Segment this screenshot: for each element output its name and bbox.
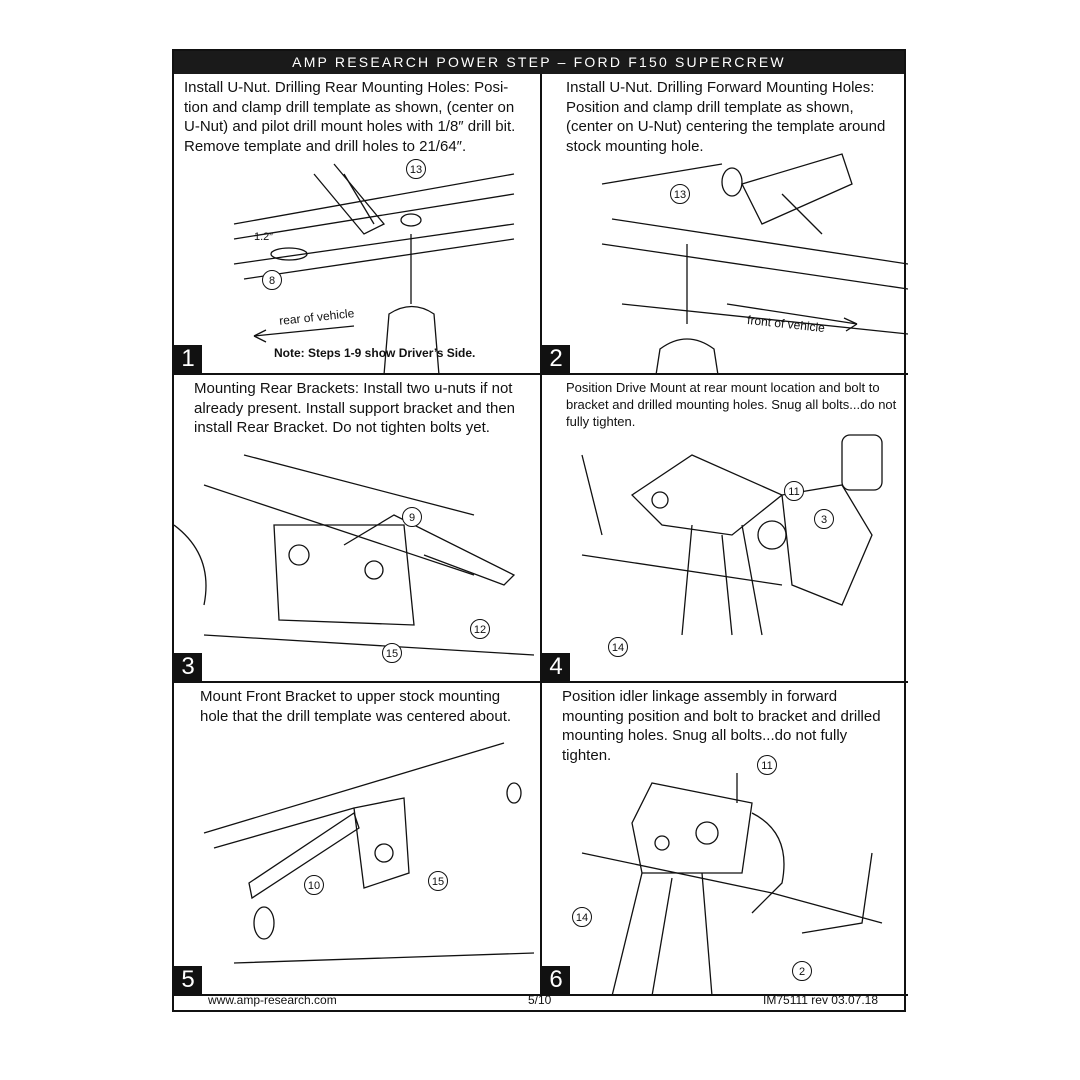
callout-12: 12 (470, 619, 490, 639)
step-5-text: Mount Front Bracket to upper stock mount… (200, 688, 512, 725)
step-5-panel: Mount Front Bracket to upper stock mount… (174, 683, 542, 996)
step-3-panel: Mounting Rear Brackets: Install two u-nu… (174, 375, 542, 683)
rear-bracket-illustration (174, 454, 535, 656)
step-number: 3 (174, 653, 202, 681)
page-footer: www.amp-research.com 5/10 IM75111 rev 03… (174, 991, 904, 1010)
step-2-text: Install U-Nut. Drilling Forward Mounting… (566, 79, 886, 155)
front-bracket-illustration (203, 742, 535, 964)
step-number: 1 (174, 345, 202, 373)
callout-15: 15 (428, 871, 448, 891)
callout-10: 10 (304, 875, 324, 895)
callout-13: 13 (406, 159, 426, 179)
callout-3: 3 (814, 509, 834, 529)
step-2-panel: Install U-Nut. Drilling Forward Mounting… (542, 74, 908, 375)
step-number: 4 (542, 653, 570, 681)
step-4-text: Position Drive Mount at rear mount locat… (566, 380, 897, 429)
step-3-text: Mounting Rear Brackets: Install two u-nu… (194, 380, 516, 436)
callout-14: 14 (608, 637, 628, 657)
step-6-panel: Position idler linkage assembly in forwa… (542, 683, 908, 996)
drive-mount-illustration (581, 434, 883, 636)
callout-14: 14 (572, 907, 592, 927)
drill-template-illustration (233, 163, 515, 373)
step-number: 6 (542, 966, 570, 994)
step-4-panel: Position Drive Mount at rear mount locat… (542, 375, 908, 683)
manual-page: AMP RESEARCH POWER STEP – FORD F150 SUPE… (172, 49, 908, 1012)
callout-11: 11 (757, 755, 777, 775)
callout-8: 8 (262, 270, 282, 290)
drill-template-illustration (601, 153, 908, 373)
callout-2: 2 (792, 961, 812, 981)
step-1-text: Install U-Nut. Drilling Rear Mounting Ho… (184, 79, 516, 155)
drivers-side-note: Note: Steps 1-9 show Driver’s Side. (274, 346, 476, 360)
dimension-label: 1.2″ (254, 231, 274, 243)
callout-11: 11 (784, 481, 804, 501)
callout-9: 9 (402, 507, 422, 527)
callout-15: 15 (382, 643, 402, 663)
page-number: 5/10 (528, 993, 552, 1007)
step-number: 5 (174, 966, 202, 994)
document-id: IM75111 rev 03.07.18 (763, 993, 878, 1007)
step-1-panel: Install U-Nut. Drilling Rear Mounting Ho… (174, 74, 542, 375)
page-title: AMP RESEARCH POWER STEP – FORD F150 SUPE… (174, 51, 904, 74)
step-number: 2 (542, 345, 570, 373)
step-6-text: Position idler linkage assembly in forwa… (562, 688, 881, 764)
callout-13: 13 (670, 184, 690, 204)
website-link[interactable]: www.amp-research.com (208, 993, 337, 1007)
idler-linkage-illustration (581, 773, 883, 994)
